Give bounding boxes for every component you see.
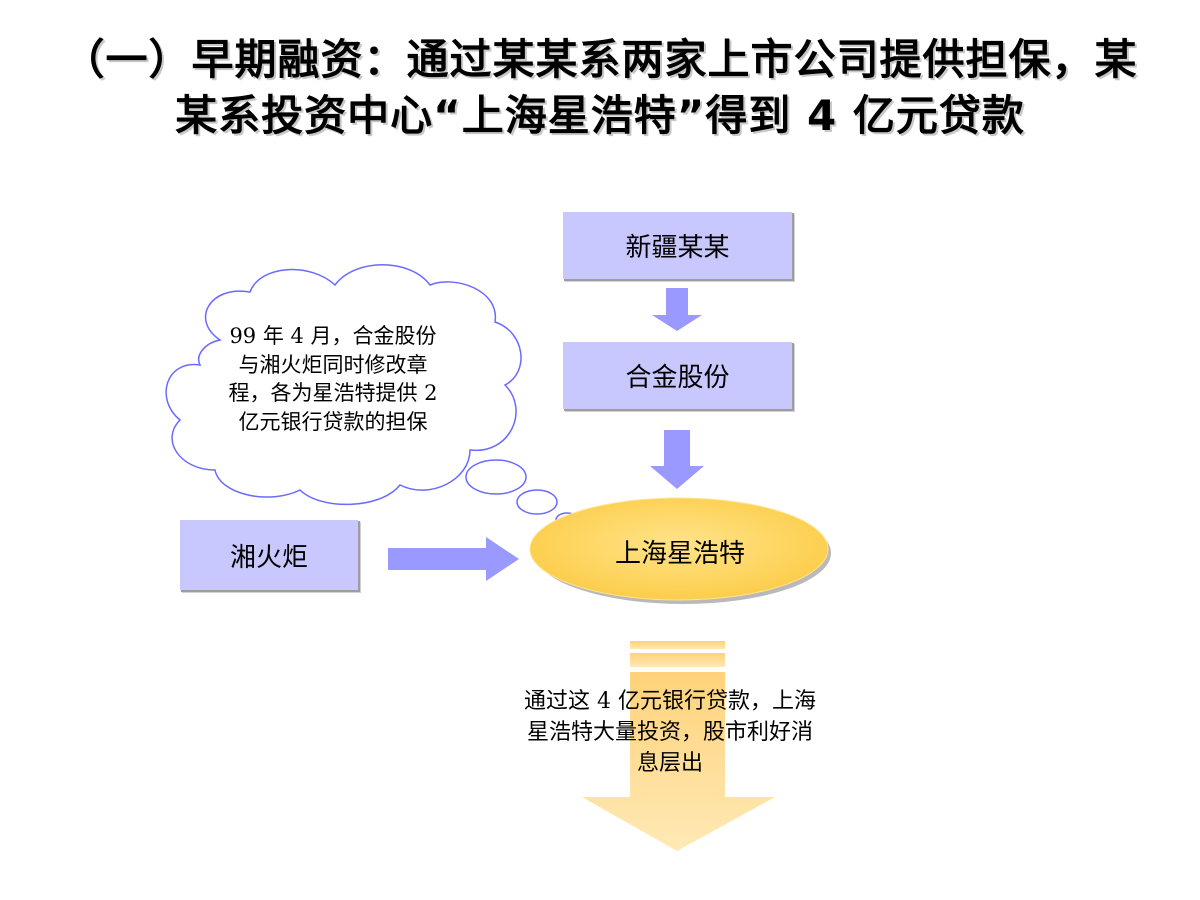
node-xianghuoju-label: 湘火炬 bbox=[229, 542, 308, 573]
node-xianghuoju: 湘火炬 bbox=[179, 519, 358, 590]
node-xinjiang-label: 新疆某某 bbox=[625, 233, 730, 263]
result-note: 通过这 4 亿元银行贷款，上海星浩特大量投资，股市利好消息层出 bbox=[524, 689, 816, 776]
arrow-down-2 bbox=[650, 430, 704, 489]
arrow-right-1 bbox=[388, 537, 519, 581]
node-xinjiang: 新疆某某 bbox=[562, 211, 792, 279]
node-hejin-label: 合金股份 bbox=[625, 363, 730, 393]
cloud-note: 99 年 4 月，合金股份与湘火炬同时修改章程，各为星浩特提供 2 亿元银行贷款… bbox=[228, 324, 438, 434]
ellipse-node bbox=[529, 497, 831, 604]
node-shanghai-xinghaote-label: 上海星浩特 bbox=[614, 538, 745, 569]
page-title: （一）早期融资：通过某某系两家上市公司提供担保，某某系投资中心“上海星浩特”得到… bbox=[62, 35, 1138, 140]
arrow-down-1 bbox=[652, 288, 702, 331]
node-hejin: 合金股份 bbox=[562, 341, 792, 409]
result-arrow bbox=[582, 641, 775, 851]
